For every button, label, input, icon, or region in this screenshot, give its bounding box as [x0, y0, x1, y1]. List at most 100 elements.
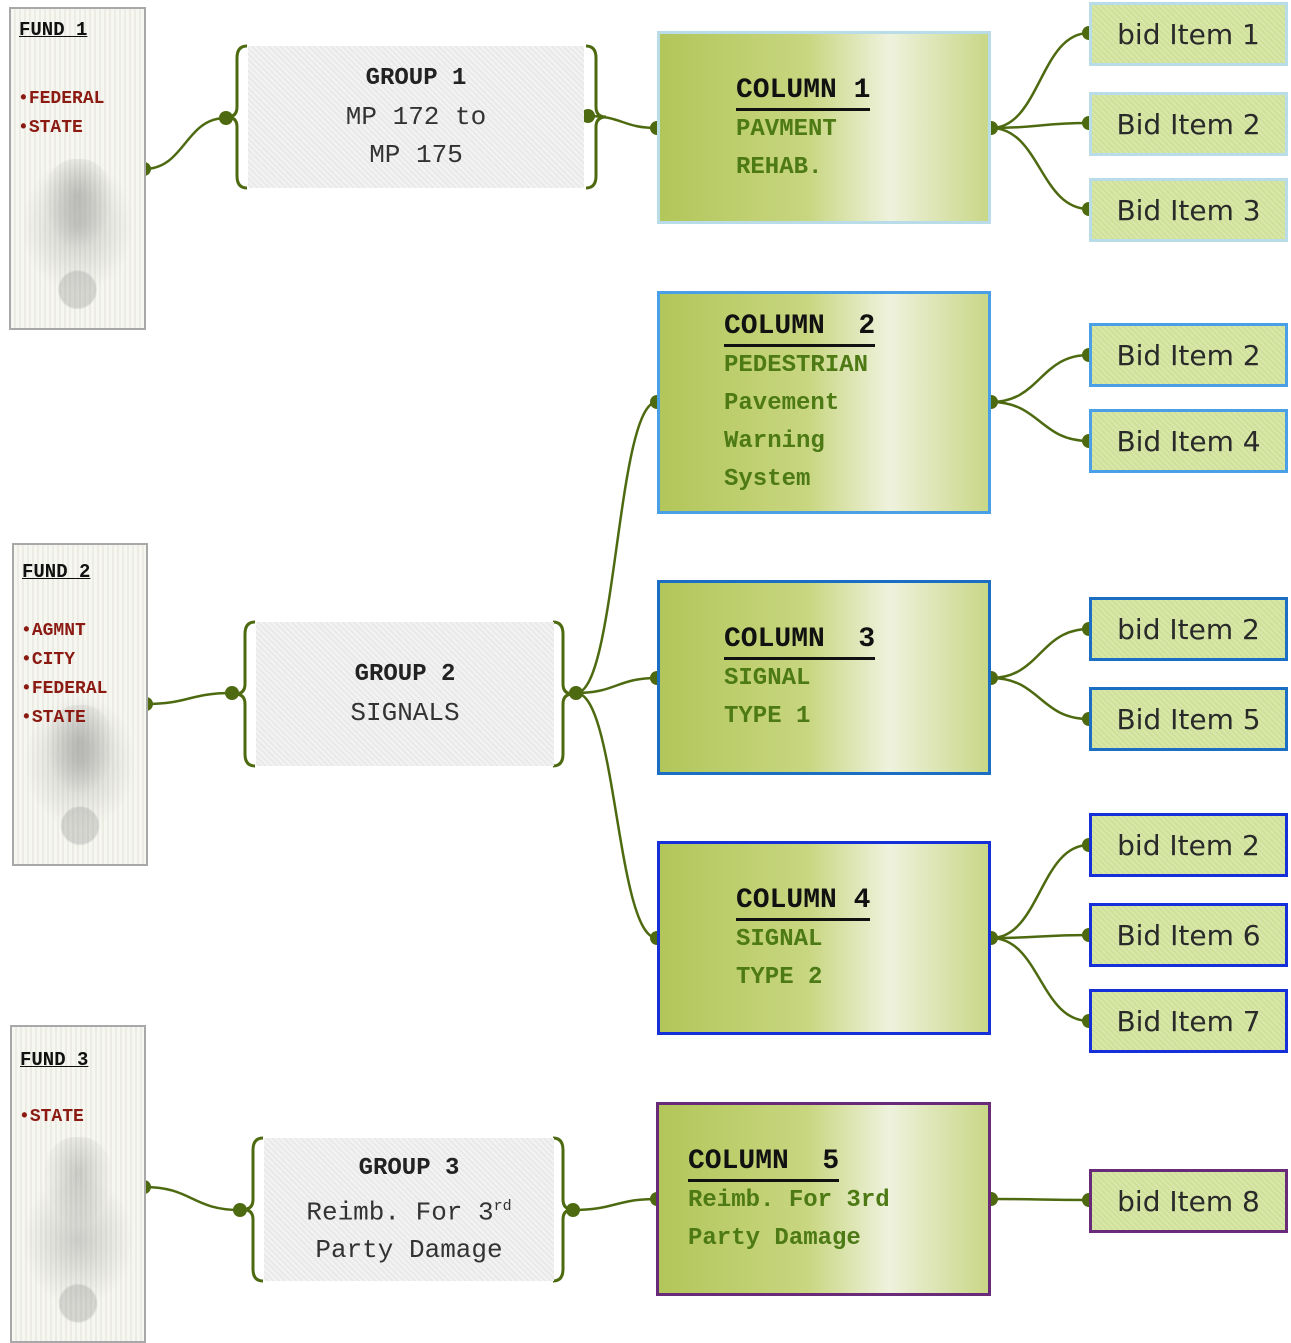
connector-dot: [219, 111, 233, 125]
group-body: GROUP 3 Reimb. For 3rd Party Damage: [264, 1138, 554, 1281]
column-title: COLUMN 2: [724, 310, 876, 347]
group-title: GROUP 1: [365, 65, 467, 92]
connector-curve: [990, 676, 1090, 721]
group-1-box: GROUP 1 MP 172 to MP 175: [236, 46, 596, 188]
column-line: TYPE 2: [736, 964, 823, 991]
fund-source-item: FEDERAL: [18, 85, 105, 114]
bid-item-label: Bid Item 6: [1116, 918, 1261, 952]
column-line: Party Damage: [688, 1225, 861, 1252]
group-3-box: GROUP 3 Reimb. For 3rd Party Damage: [252, 1138, 566, 1281]
column-line: REHAB.: [736, 154, 823, 181]
connector-curve: [143, 116, 227, 171]
column-line: SIGNAL: [724, 665, 811, 692]
bid-item-label: bid Item 1: [1117, 17, 1260, 51]
bid-item-label: Bid Item 5: [1116, 702, 1261, 736]
connector-curve: [575, 691, 658, 940]
group-line: MP 172 to: [345, 102, 487, 132]
fund-source-list: AGMNT CITY FEDERAL STATE: [21, 617, 108, 733]
connector-curve: [145, 691, 233, 706]
fund-source-item: STATE: [18, 114, 104, 143]
fund-source-item: CITY: [21, 646, 107, 675]
connector-curve: [990, 843, 1090, 940]
connector-dot: [233, 1203, 247, 1217]
column-2-box: COLUMN 2 PEDESTRIAN Pavement Warning Sys…: [657, 291, 991, 514]
fund-title: FUND 2: [22, 561, 91, 583]
group-line-text: Reimb. For 3: [306, 1197, 494, 1228]
connector-curve: [572, 1197, 658, 1212]
column-title: COLUMN 1: [736, 74, 871, 111]
column-title: COLUMN 5: [688, 1145, 840, 1182]
column-title: COLUMN 4: [736, 884, 871, 921]
connector-dot: [566, 1203, 580, 1217]
bid-item-label: Bid Item 2: [1116, 338, 1261, 372]
group-body: GROUP 2 SIGNALS: [256, 622, 554, 766]
portrait-graphic: [43, 1137, 113, 1227]
fund-title: FUND 1: [19, 19, 88, 41]
connector-curve: [587, 114, 658, 130]
column-line: Reimb. For 3rd: [688, 1187, 890, 1214]
bid-item-box: Bid Item 2: [1089, 323, 1288, 387]
bid-item-box: Bid Item 3: [1089, 178, 1288, 242]
fund-2-box: FUND 2 AGMNT CITY FEDERAL STATE: [12, 543, 148, 866]
column-line: System: [724, 466, 811, 493]
bid-item-label: Bid Item 4: [1116, 424, 1261, 458]
column-3-box: COLUMN 3 SIGNAL TYPE 1: [657, 580, 991, 775]
connector-dot: [569, 686, 583, 700]
group-line: Reimb. For 3rd: [306, 1188, 511, 1232]
bid-item-box: bid Item 8: [1089, 1169, 1288, 1233]
connector-curve: [990, 936, 1090, 1023]
group-title: GROUP 3: [358, 1154, 460, 1182]
connector-curve: [143, 1185, 241, 1212]
connector-curve: [575, 676, 658, 695]
fund-1-box: FUND 1 FEDERAL STATE: [9, 7, 146, 330]
fund-source-item: FEDERAL: [21, 675, 108, 704]
group-title: GROUP 2: [354, 661, 456, 688]
bid-item-label: bid Item 8: [1117, 1184, 1260, 1218]
connector-curve: [990, 1197, 1090, 1202]
bid-item-box: bid Item 2: [1089, 597, 1288, 661]
group-2-box: GROUP 2 SIGNALS: [244, 622, 566, 766]
bid-item-label: bid Item 2: [1117, 828, 1260, 862]
connector-curve: [990, 31, 1090, 130]
connector-curve: [990, 400, 1090, 443]
bid-item-label: Bid Item 2: [1116, 107, 1261, 141]
column-title: COLUMN 3: [724, 623, 876, 660]
bid-item-label: Bid Item 3: [1116, 193, 1261, 227]
column-line: TYPE 1: [724, 703, 811, 730]
group-line-superscript: rd: [493, 1197, 512, 1215]
column-1-box: COLUMN 1 PAVMENT REHAB.: [657, 31, 991, 224]
connector-curve: [990, 933, 1090, 940]
bid-item-label: bid Item 2: [1117, 612, 1260, 646]
bid-item-box: Bid Item 7: [1089, 989, 1288, 1053]
bid-item-box: Bid Item 6: [1089, 903, 1288, 967]
fund-source-item: AGMNT: [21, 617, 107, 646]
connector-curve: [990, 353, 1090, 404]
connector-dot: [225, 686, 239, 700]
group-line: MP 175: [369, 140, 463, 170]
bid-item-box: bid Item 1: [1089, 2, 1288, 66]
connector-curve: [990, 121, 1090, 130]
fund-3-box: FUND 3 STATE: [10, 1025, 146, 1343]
group-line: Party Damage: [315, 1235, 503, 1266]
column-line: Warning: [724, 428, 825, 455]
column-4-box: COLUMN 4 SIGNAL TYPE 2: [657, 841, 991, 1035]
fund-source-item: STATE: [19, 1103, 84, 1132]
fund-source-item: STATE: [21, 704, 107, 733]
portrait-graphic: [42, 159, 113, 249]
connector-curve: [990, 627, 1090, 680]
fund-source-list: STATE: [19, 1103, 84, 1132]
bid-item-label: Bid Item 7: [1116, 1004, 1261, 1038]
fund-title: FUND 3: [20, 1049, 89, 1071]
connector-curve: [990, 126, 1090, 211]
bid-item-box: Bid Item 5: [1089, 687, 1288, 751]
column-line: Pavement: [724, 390, 840, 417]
bid-item-box: Bid Item 4: [1089, 409, 1288, 473]
column-line: PEDESTRIAN: [724, 352, 869, 379]
fund-source-list: FEDERAL STATE: [18, 85, 105, 143]
connector-curve: [575, 400, 658, 695]
column-line: SIGNAL: [736, 926, 823, 953]
bid-item-box: Bid Item 2: [1089, 92, 1288, 156]
group-body: GROUP 1 MP 172 to MP 175: [248, 46, 584, 188]
group-line: SIGNALS: [350, 698, 460, 728]
bid-item-box: bid Item 2: [1089, 813, 1288, 877]
